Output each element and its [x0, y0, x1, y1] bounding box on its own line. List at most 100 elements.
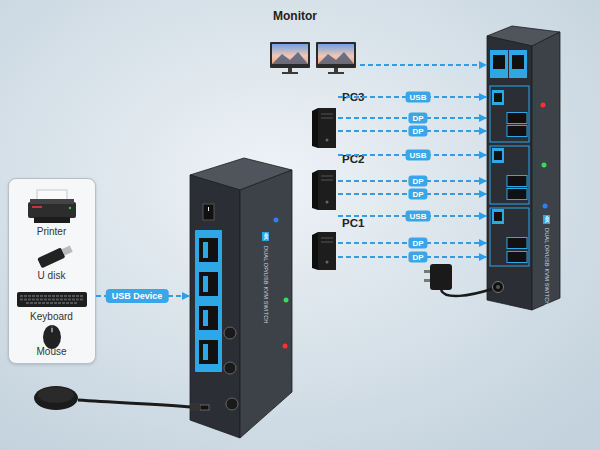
usb-port: [492, 90, 504, 105]
printer-accent: [32, 206, 42, 208]
monitor-base: [282, 72, 298, 74]
dashed-connector: [360, 64, 487, 66]
mouse-body: [43, 325, 61, 349]
printer-tray: [34, 217, 70, 223]
keyboard-keys: [20, 299, 84, 301]
monitor-screen: [272, 44, 308, 64]
model-badge: 4K: [543, 215, 550, 224]
status-led: [543, 204, 548, 209]
keyboard-keys: [26, 302, 78, 304]
select-button: [226, 398, 238, 410]
pc-label: PC1: [342, 217, 364, 230]
connector-label: DP: [408, 252, 427, 263]
monitor-base: [328, 72, 344, 74]
pc-drive-slot: [321, 180, 333, 181]
pc-drive-slot: [321, 114, 333, 115]
adapter-prong: [424, 279, 430, 282]
dp-port: [507, 238, 527, 249]
node-heading: Monitor: [273, 10, 317, 23]
keyboard-keys: [20, 295, 84, 297]
printer-body: [28, 202, 76, 218]
screen-mountain: [318, 52, 354, 64]
monitor-frame: [316, 42, 356, 68]
connector-label: DP: [408, 176, 427, 187]
usb-port-tongue: [203, 242, 208, 258]
u-disk-icon: [37, 244, 73, 269]
device-label: Mouse: [9, 346, 94, 357]
dc-jack: [493, 282, 504, 293]
switch-port-face: [487, 36, 532, 310]
pc-button: [326, 201, 329, 204]
monitor-group: Monitor: [268, 8, 360, 76]
pc-drive-slot: [321, 176, 333, 177]
pc-front: [318, 170, 336, 210]
usb-port-panel: [195, 230, 222, 372]
u-disk-connector: [62, 245, 73, 255]
model-badge: 4K: [262, 232, 269, 241]
switch-side-face: [532, 32, 560, 310]
pc-drive-slot: [321, 242, 333, 243]
screen-mountain: [272, 52, 308, 64]
status-led: [283, 344, 288, 349]
connector-label: USB: [406, 211, 431, 222]
usb-port-slot: [494, 212, 502, 221]
usb-port: [492, 148, 504, 163]
pc-drive-slot: [321, 238, 333, 239]
pc-label: PC3: [342, 91, 364, 104]
usb-port: [199, 340, 218, 364]
connector-label: DP: [408, 189, 427, 200]
connector-label: DP: [408, 238, 427, 249]
dp-port: [507, 113, 527, 124]
connector-label: DP: [408, 126, 427, 137]
port-group-outline: [490, 146, 529, 204]
device-label: U disk: [9, 270, 94, 281]
pc-drive-slot: [321, 118, 333, 119]
dc-jack-pin: [496, 285, 500, 289]
pc-side: [312, 108, 318, 148]
remote-cable: [78, 400, 192, 407]
usb-port-slot: [494, 151, 502, 160]
connector-label: USB Device: [106, 289, 169, 303]
usb-port-tongue: [203, 344, 208, 360]
switch-port-face: [190, 175, 240, 438]
status-led: [274, 218, 279, 223]
printer-paper: [37, 190, 67, 204]
model-name: DUAL DP/USB KVM SWITCH: [543, 228, 549, 306]
pc-side: [312, 232, 318, 270]
pc-front: [318, 108, 336, 148]
remote-plug: [190, 403, 200, 411]
port-group-outline: [490, 86, 529, 142]
status-led: [284, 298, 289, 303]
remote-puck: [34, 386, 78, 410]
select-button: [224, 362, 236, 374]
pc-button: [326, 261, 329, 264]
connector-label: USB: [406, 92, 431, 103]
connector-label: DP: [408, 113, 427, 124]
kvm-switch-front: 4KDUAL DP/USB KVM SWITCH: [190, 160, 292, 440]
printer-top: [30, 199, 74, 204]
usb-device-panel: PrinterU diskKeyboardMouse: [8, 178, 96, 364]
port-group-outline: [490, 208, 529, 266]
dp-port: [507, 252, 527, 263]
dp-port-slot: [512, 55, 524, 69]
mouse-split: [52, 325, 53, 333]
usb-port: [492, 209, 504, 224]
keyboard-body: [17, 292, 87, 307]
pc-front: [318, 232, 336, 270]
usb-port-tongue: [203, 310, 208, 326]
pc-label: PC2: [342, 153, 364, 166]
select-button: [224, 327, 236, 339]
dp-port: [507, 189, 527, 200]
power-switch-mark: [208, 207, 209, 211]
monitor-frame: [270, 42, 310, 68]
usb-port: [199, 238, 218, 262]
dp-port: [507, 176, 527, 187]
printer-led: [69, 207, 71, 209]
pc-tower: PC3: [312, 92, 338, 150]
dp-port: [490, 50, 508, 78]
power-adapter: [430, 264, 452, 290]
usb-port: [199, 272, 218, 296]
usb-port-tongue: [203, 276, 208, 292]
status-led: [542, 163, 547, 168]
pc-tower: PC1: [312, 212, 338, 272]
